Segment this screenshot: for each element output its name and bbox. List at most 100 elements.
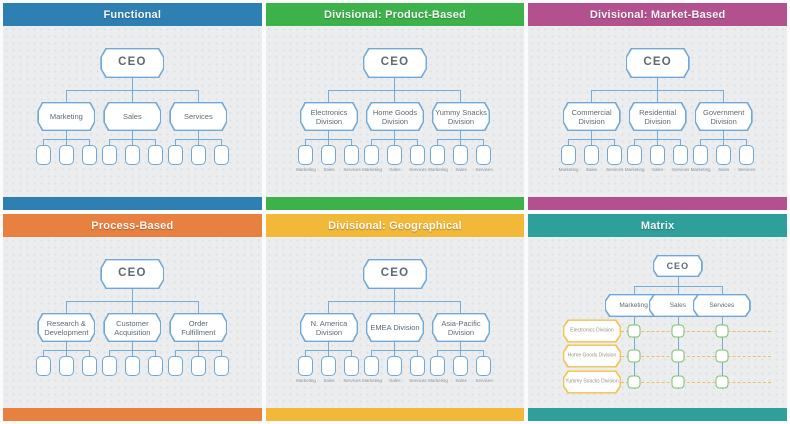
connector-rail (437, 350, 484, 351)
matrix-row-line (621, 382, 772, 383)
matrix-row-line (621, 356, 772, 357)
connector-line (483, 350, 485, 356)
leaf-unit (167, 350, 183, 376)
connector-line (417, 139, 419, 145)
leaf-label: Services (475, 378, 493, 383)
node-fill (170, 103, 226, 130)
connector-line (328, 342, 330, 350)
connector-line (65, 90, 67, 102)
connector-line (657, 78, 659, 90)
connector-line (131, 289, 133, 301)
connector-line (723, 90, 725, 102)
node-fill (101, 49, 163, 77)
leaf-unit (35, 350, 51, 376)
connector-line (131, 301, 133, 313)
leaf-label: Marketing (690, 167, 711, 172)
leaf-node (627, 145, 643, 165)
leaf-label: Sales (323, 167, 335, 172)
node-label: Sales (669, 301, 686, 309)
connector-line (197, 139, 199, 145)
connector-line (328, 131, 330, 139)
leaf-label: Services (738, 167, 756, 172)
connector-line (305, 139, 307, 145)
org-node-ceo: CEO (625, 48, 690, 78)
node-label: Home Goods Division (372, 107, 418, 126)
leaf-node (124, 356, 140, 376)
leaf-label: Marketing (624, 167, 645, 172)
connector-line (614, 139, 616, 145)
leaf-unit (124, 139, 140, 165)
leaf-row (167, 139, 229, 165)
node-label: Home Goods Division (567, 352, 617, 359)
matrix-column-node: Services (692, 294, 751, 317)
node-fill (38, 103, 94, 130)
panel-footer (265, 408, 525, 421)
connector-line (460, 131, 462, 139)
leaf-node (607, 145, 623, 165)
leaf-node (167, 145, 183, 165)
node-fill (696, 103, 752, 130)
matrix-column-node: Marketing (604, 294, 663, 317)
leaf-label: Sales (718, 167, 730, 172)
leaf-unit: Marketing (428, 350, 448, 383)
node-label: Services (709, 301, 735, 309)
matrix-cell (715, 375, 729, 389)
matrix-cell (715, 324, 729, 338)
node-label: CEO (380, 56, 410, 69)
node-fill (630, 103, 686, 130)
connector-line (220, 139, 222, 145)
leaf-area (101, 350, 163, 376)
leaf-node (739, 145, 755, 165)
node-fill (101, 260, 163, 288)
connector-line (633, 286, 635, 294)
leaf-unit (147, 139, 163, 165)
org-node-ceo: CEO (652, 255, 703, 277)
panel-header: Divisional: Market-Based (528, 3, 787, 26)
connector-line (371, 350, 373, 356)
matrix-cell (671, 324, 685, 338)
leaf-unit: Sales (453, 350, 469, 383)
matrix-column-node: Sales (648, 294, 707, 317)
org-node-branch: Electronics Division (299, 102, 358, 131)
panel-footer (3, 408, 262, 421)
org-node-branch: Residential Division (628, 102, 687, 131)
leaf-node (476, 145, 492, 165)
org-node-branch: Asia-Pacific Division (431, 313, 490, 342)
branch-group: Research & Development (33, 301, 99, 376)
panel-title: Process-Based (91, 219, 174, 232)
leaf-unit: Services (738, 139, 756, 172)
leaf-row (35, 139, 97, 165)
leaf-area (101, 139, 163, 165)
matrix-cell (671, 375, 685, 389)
node-fill (564, 371, 620, 393)
leaf-label: Marketing (296, 167, 316, 172)
node-fill (104, 314, 160, 341)
matrix-row-node: Home Goods Division (562, 344, 621, 368)
org-node-branch: Services (169, 102, 228, 131)
node-fill (650, 295, 706, 316)
connector-rail (66, 90, 199, 91)
leaf-label: Marketing (558, 167, 579, 172)
connector-line (131, 139, 133, 145)
connector-rail (328, 90, 461, 91)
node-fill (564, 103, 620, 130)
panel-title: Matrix (640, 219, 675, 232)
org-node-branch: Marketing (37, 102, 96, 131)
connector-rail (109, 139, 156, 140)
leaf-node (344, 145, 360, 165)
node-label: Yummy Snacks Division (565, 378, 619, 385)
